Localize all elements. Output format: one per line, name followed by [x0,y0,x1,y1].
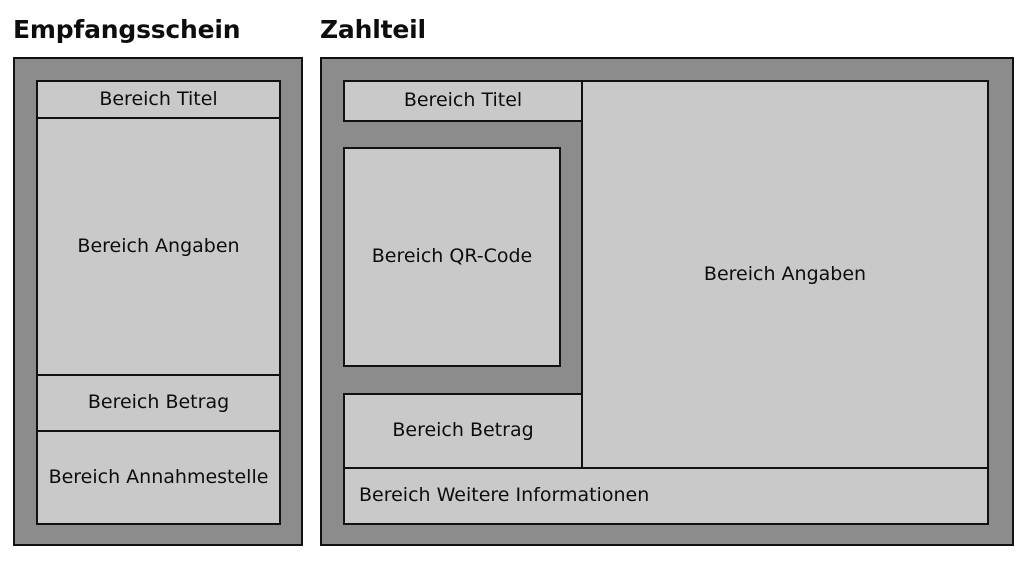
empfangsschein-section-angaben: Bereich Angaben [36,117,281,376]
zahlteil-panel: Bereich Titel Bereich QR-Code Bereich An… [320,57,1014,546]
empfangsschein-section-betrag: Bereich Betrag [36,374,281,432]
zahlteil-section-qr-code: Bereich QR-Code [343,147,561,367]
empfangsschein-section-annahmestelle: Bereich Annahmestelle [36,430,281,525]
empfangsschein-section-titel: Bereich Titel [36,80,281,119]
zahlteil-section-betrag: Bereich Betrag [343,393,583,469]
zahlteil-section-titel: Bereich Titel [343,80,583,122]
zahlteil-section-angaben: Bereich Angaben [581,80,989,469]
empfangsschein-heading: Empfangsschein [13,15,241,44]
zahlteil-heading: Zahlteil [320,15,426,44]
empfangsschein-panel: Bereich Titel Bereich Angaben Bereich Be… [13,57,303,546]
zahlteil-section-weitere-informationen: Bereich Weitere Informationen [343,467,989,525]
